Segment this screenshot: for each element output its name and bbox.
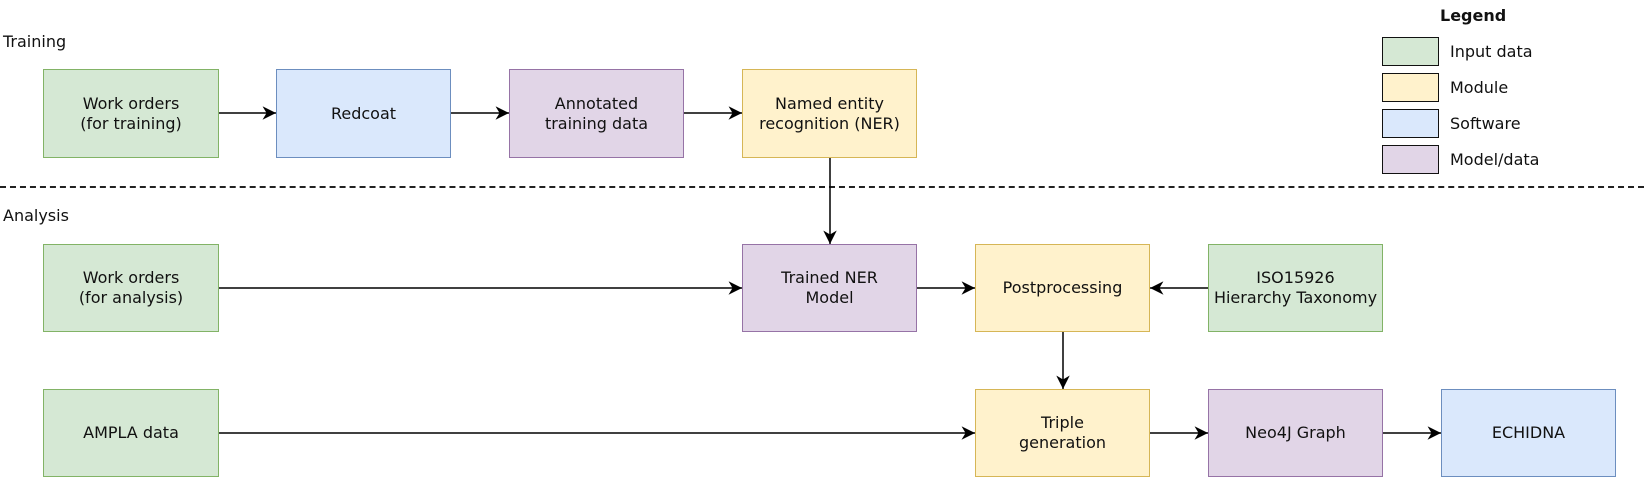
node-echidna: ECHIDNA [1441, 389, 1616, 477]
node-ampla-data: AMPLA data [43, 389, 219, 477]
node-work-orders-analysis: Work orders (for analysis) [43, 244, 219, 332]
node-neo4j-graph: Neo4J Graph [1208, 389, 1383, 477]
legend-label-software: Software [1450, 114, 1521, 133]
node-redcoat: Redcoat [276, 69, 451, 158]
legend-label-module: Module [1450, 78, 1509, 97]
legend-label-model-data: Model/data [1450, 150, 1540, 169]
node-iso15926-taxonomy: ISO15926 Hierarchy Taxonomy [1208, 244, 1383, 332]
node-annotated-training-data: Annotated training data [509, 69, 684, 158]
legend-swatch-software [1382, 109, 1439, 138]
node-named-entity-recognition: Named entity recognition (NER) [742, 69, 917, 158]
section-label-training: Training [3, 32, 67, 51]
legend-swatch-model-data [1382, 145, 1439, 174]
node-work-orders-training: Work orders (for training) [43, 69, 219, 158]
node-triple-generation: Triple generation [975, 389, 1150, 477]
legend-label-input-data: Input data [1450, 42, 1533, 61]
legend-title: Legend [1440, 6, 1507, 25]
section-divider [0, 186, 1644, 188]
legend-swatch-module [1382, 73, 1439, 102]
node-trained-ner-model: Trained NER Model [742, 244, 917, 332]
legend-swatch-input-data [1382, 37, 1439, 66]
section-label-analysis: Analysis [3, 206, 69, 225]
node-postprocessing: Postprocessing [975, 244, 1150, 332]
